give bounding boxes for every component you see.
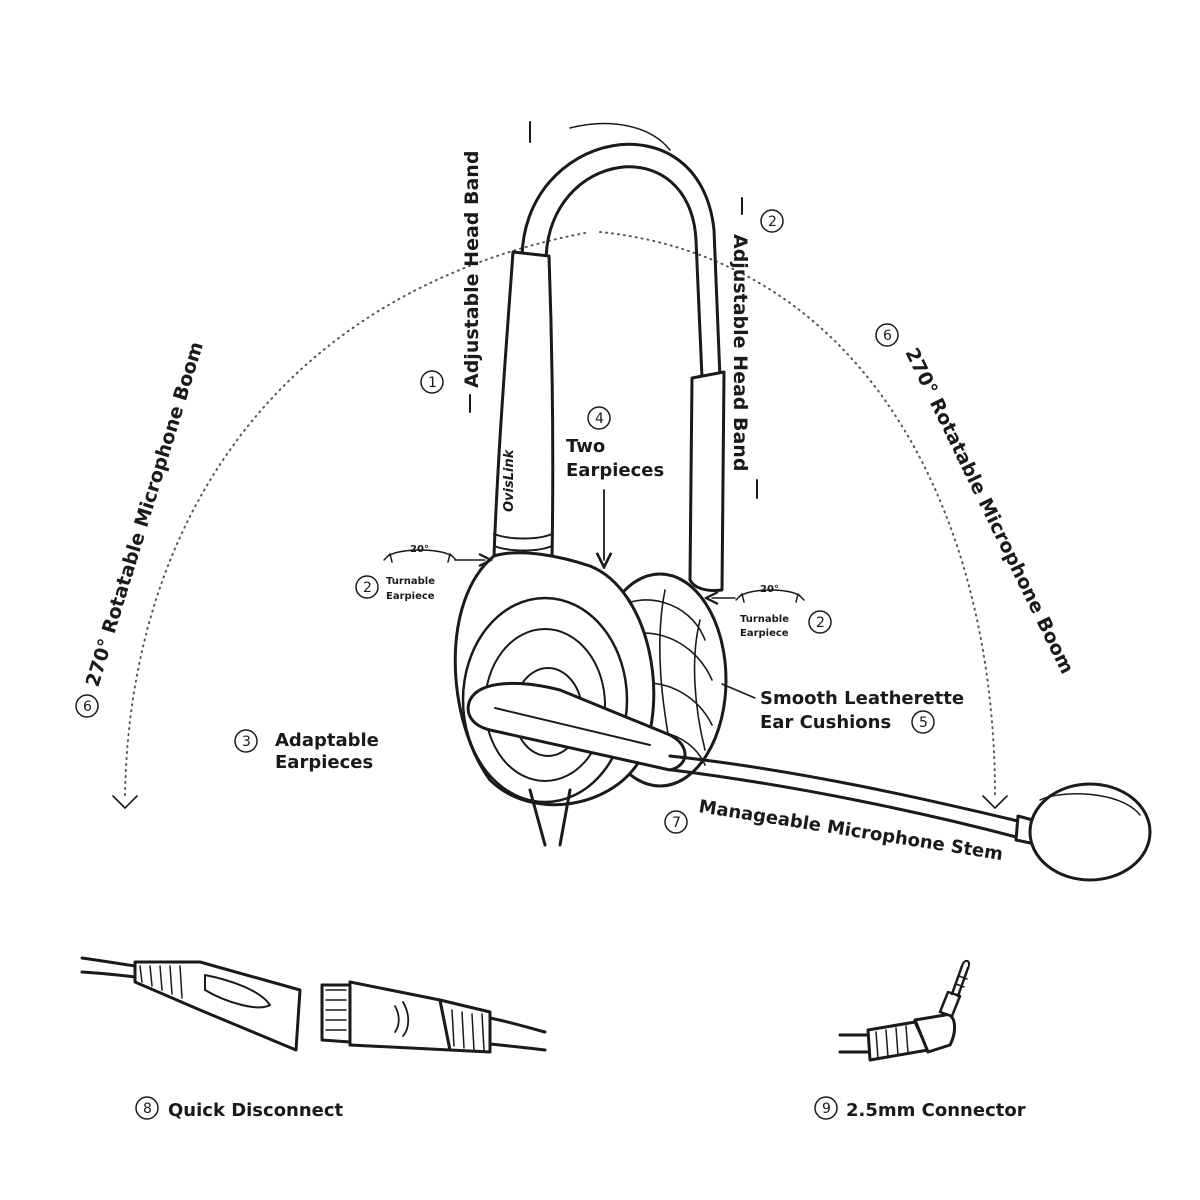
number-4: 4 xyxy=(595,411,604,427)
number-badge-6b xyxy=(875,323,899,347)
number-1: 1 xyxy=(428,375,437,391)
cushions-line1: Smooth Leatherette xyxy=(760,688,964,709)
brand-text: OvisLink xyxy=(502,448,517,512)
number-7: 7 xyxy=(672,815,681,831)
number-badge-6a xyxy=(75,694,99,718)
number-6a: 6 xyxy=(83,699,92,715)
number-badge-9 xyxy=(814,1096,838,1120)
two-earpieces-line2: Earpieces xyxy=(566,460,664,481)
rotation-arc-left xyxy=(112,231,591,809)
quick-disconnect-label: Quick Disconnect xyxy=(168,1100,344,1121)
connector-label: 2.5mm Connector xyxy=(846,1100,1026,1121)
label-group-2-turnable-left: 20° 2 Turnable Earpiece xyxy=(355,544,485,602)
label-group-2-turnable-right: 20° Turnable Earpiece 2 xyxy=(712,584,832,639)
label-group-3: 3 Adaptable Earpieces xyxy=(234,729,379,773)
label-group-6-right: 6 270° Rotatable Microphone Boom xyxy=(875,323,1078,678)
label-group-9: 9 2.5mm Connector xyxy=(814,1096,1026,1121)
label-group-8: 8 Quick Disconnect xyxy=(135,1096,344,1121)
degrees-left: 20° xyxy=(410,544,429,555)
adaptable-line1: Adaptable xyxy=(275,730,379,751)
label-group-4: 4 Two Earpieces xyxy=(566,406,664,560)
number-2c: 2 xyxy=(816,615,825,631)
number-5: 5 xyxy=(919,715,928,731)
quick-disconnect-illustration xyxy=(80,956,547,1054)
number-badge-2a xyxy=(760,209,784,233)
number-2b: 2 xyxy=(363,580,372,596)
number-badge-5 xyxy=(911,710,935,734)
number-badge-1 xyxy=(420,370,444,394)
label-group-1: Adjustable Head Band 1 xyxy=(420,121,531,413)
number-badge-2c xyxy=(808,610,832,634)
boom-label-left: 270° Rotatable Microphone Boom xyxy=(82,339,208,689)
headset-illustration: OvisLink xyxy=(453,122,1152,882)
degrees-right: 20° xyxy=(760,584,779,595)
label-group-2-headband: 2 Adjustable Head Band xyxy=(729,197,784,499)
rotation-arc-right xyxy=(599,231,1008,809)
number-6b: 6 xyxy=(883,328,892,344)
number-2a: 2 xyxy=(768,214,777,230)
number-3: 3 xyxy=(242,734,251,750)
cushions-line2: Ear Cushions xyxy=(760,712,891,733)
number-8: 8 xyxy=(143,1101,152,1117)
number-badge-3 xyxy=(234,729,258,753)
label-group-6-left: 6 270° Rotatable Microphone Boom xyxy=(75,339,208,718)
turnable-left-line1: Turnable xyxy=(386,576,435,587)
number-badge-7 xyxy=(664,810,688,834)
number-9: 9 xyxy=(822,1101,831,1117)
number-badge-8 xyxy=(135,1096,159,1120)
two-earpieces-line1: Two xyxy=(566,436,605,457)
turnable-left-line2: Earpiece xyxy=(386,591,435,602)
head-band-label-1: Adjustable Head Band xyxy=(461,151,483,388)
head-band-label-2: Adjustable Head Band xyxy=(729,234,751,471)
boom-label-right: 270° Rotatable Microphone Boom xyxy=(901,345,1078,678)
number-badge-2b xyxy=(355,575,379,599)
turnable-right-line1: Turnable xyxy=(740,614,789,625)
label-group-5: Smooth Leatherette Ear Cushions 5 xyxy=(721,683,964,734)
turnable-right-line2: Earpiece xyxy=(740,628,789,639)
connector-illustration xyxy=(838,960,971,1062)
number-badge-4 xyxy=(587,406,611,430)
adaptable-line2: Earpieces xyxy=(275,752,373,773)
